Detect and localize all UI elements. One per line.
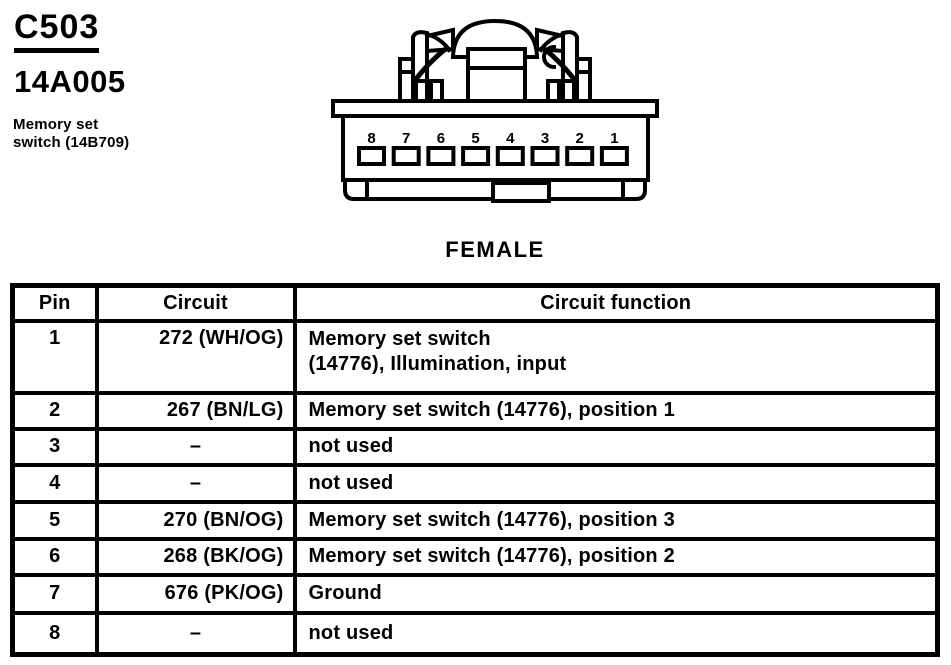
column-header-circuit-function: Circuit function [292, 283, 940, 323]
pin-cell: 5 [10, 499, 99, 541]
pin-number-label: 7 [402, 130, 410, 147]
pin-number-label: 6 [437, 130, 445, 147]
connector-outline-group [331, 18, 659, 203]
pin-cell: 4 [10, 462, 99, 504]
table-header-row: Pin Circuit Circuit function [10, 283, 940, 323]
table-row: 1 272 (WH/OG) Memory set switch (14776),… [10, 318, 940, 395]
circuit-cell: 676 (PK/OG) [94, 572, 297, 615]
column-header-pin: Pin [10, 283, 99, 323]
connector-left-window-1 [414, 79, 429, 104]
circuit-function-cell: not used [292, 426, 940, 467]
pin-cavity-7 [391, 146, 421, 166]
pin-cavity-1 [599, 146, 629, 166]
table-row: 4 – not used [10, 462, 940, 504]
pin-number-label: 1 [610, 130, 618, 147]
connector-right-window-2 [561, 79, 576, 104]
circuit-function-cell: Memory set switch (14776), Illumination,… [292, 318, 940, 395]
pin-cavity-4 [495, 146, 525, 166]
table-row: 3 – not used [10, 426, 940, 467]
circuit-cell: – [94, 462, 297, 504]
circuit-function-cell: Memory set switch (14776), position 1 [292, 390, 940, 431]
part-code: 14A005 [14, 64, 126, 99]
connector-flange [331, 99, 659, 118]
pin-number-label: 3 [541, 130, 549, 147]
pin-cell: 1 [10, 318, 99, 395]
table-row: 5 270 (BN/OG) Memory set switch (14776),… [10, 499, 940, 541]
table-row: 2 267 (BN/LG) Memory set switch (14776),… [10, 390, 940, 431]
pin-cavity-2 [565, 146, 595, 166]
connector-diagram: 8 7 6 5 4 3 2 1 [331, 18, 659, 203]
circuit-function-cell: Memory set switch (14776), position 2 [292, 536, 940, 577]
pin-cell: 3 [10, 426, 99, 467]
pin-cell: 2 [10, 390, 99, 431]
connector-id-title: C503 [14, 8, 100, 53]
table-row: 7 676 (PK/OG) Ground [10, 572, 940, 615]
gender-label: FEMALE [445, 237, 545, 262]
circuit-function-cell: Memory set switch (14776), position 3 [292, 499, 940, 541]
circuit-function-cell: not used [292, 610, 940, 657]
circuit-cell: – [94, 426, 297, 467]
connector-latch [466, 47, 527, 107]
pin-number-label: 8 [367, 130, 375, 147]
circuit-cell: 268 (BK/OG) [94, 536, 297, 577]
pinout-table: Pin Circuit Circuit function 1 272 (WH/O… [10, 283, 940, 657]
connector-left-latch-arm [412, 44, 451, 83]
pin-number-label: 4 [506, 130, 515, 147]
pin-cavity-5 [461, 146, 491, 166]
connector-right-curl [542, 44, 557, 70]
pin-cavity-6 [426, 146, 456, 166]
table-row: 6 268 (BK/OG) Memory set switch (14776),… [10, 536, 940, 577]
pin-cavity-8 [357, 146, 386, 166]
pin-number-label: 2 [576, 130, 584, 147]
component-label: Memory set switch (14B709) [13, 116, 130, 151]
connector-left-window-2 [429, 79, 444, 104]
circuit-function-cell: Ground [292, 572, 940, 615]
pin-cavity-3 [530, 146, 560, 166]
connector-left-wall [398, 57, 415, 105]
circuit-cell: – [94, 610, 297, 657]
circuit-cell: 267 (BN/LG) [94, 390, 297, 431]
pin-numbers-group: 8 7 6 5 4 3 2 1 [367, 130, 618, 147]
circuit-cell: 270 (BN/OG) [94, 499, 297, 541]
pin-cell: 8 [10, 610, 99, 657]
circuit-cell: 272 (WH/OG) [94, 318, 297, 395]
circuit-function-cell: not used [292, 462, 940, 504]
connector-right-window-1 [546, 79, 561, 104]
connector-center-tab [491, 181, 551, 203]
connector-right-wall [575, 57, 592, 105]
pin-cell: 6 [10, 536, 99, 577]
table-row: 8 – not used [10, 610, 940, 657]
pin-cell: 7 [10, 572, 99, 615]
column-header-circuit: Circuit [94, 283, 297, 323]
pin-number-label: 5 [471, 130, 479, 147]
